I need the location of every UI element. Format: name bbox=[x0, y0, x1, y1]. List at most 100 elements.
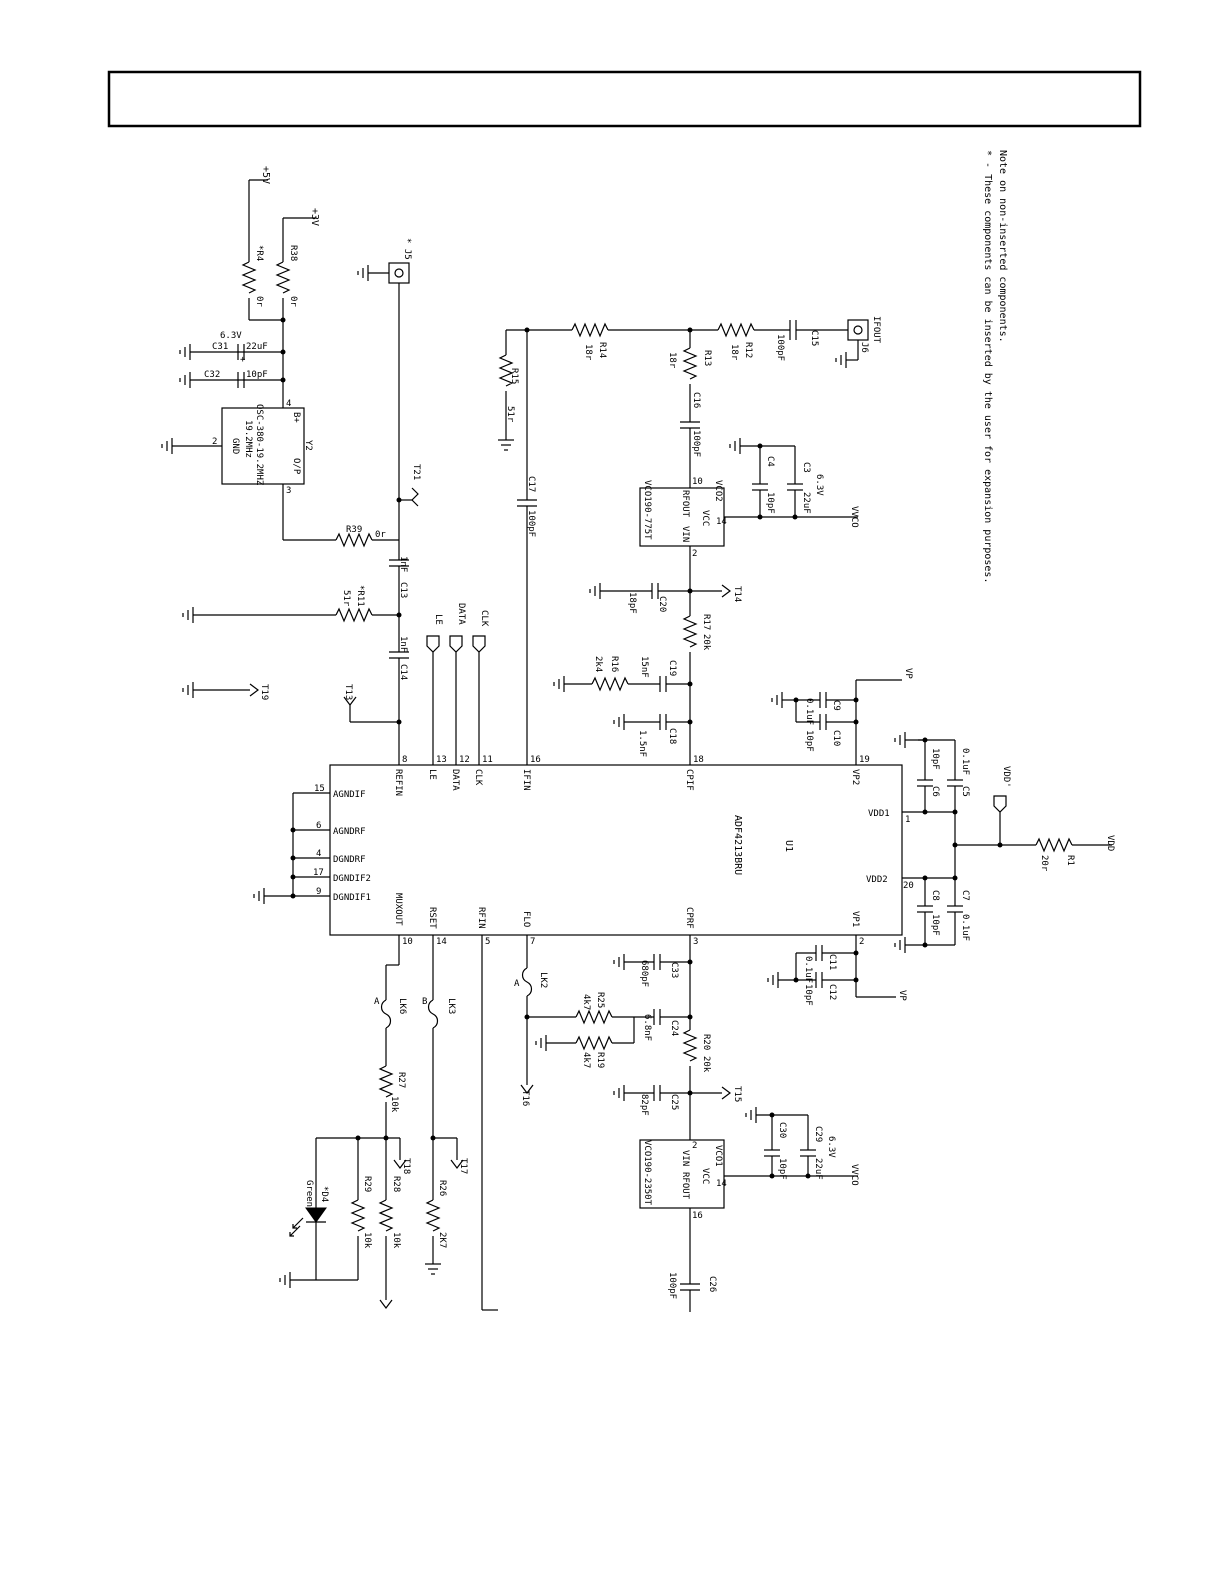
c18-ref: C18 bbox=[667, 728, 677, 744]
pin-name-dgndif1: DGNDIF1 bbox=[333, 893, 371, 903]
pin-name-vdd2: VDD2 bbox=[866, 875, 888, 885]
pin-num-19: 19 bbox=[859, 755, 870, 765]
r14-val: 18r bbox=[583, 344, 593, 361]
pin-num-6: 6 bbox=[316, 821, 321, 831]
d4-color: Green bbox=[304, 1180, 314, 1207]
r20-ref: R20 bbox=[701, 1034, 711, 1050]
ic-part-label: ADF4213BRU bbox=[732, 815, 743, 875]
r17-val: 20k bbox=[701, 634, 711, 651]
testpoint-t14[interactable] bbox=[721, 584, 731, 598]
resistor-r28 bbox=[378, 1199, 394, 1232]
c13-ref: C13 bbox=[398, 582, 408, 598]
y2-pin-gnd: GND bbox=[230, 438, 240, 454]
t14-label: T14 bbox=[732, 586, 742, 602]
svg-text:+: + bbox=[240, 355, 246, 365]
connector-j6-ifout[interactable] bbox=[847, 319, 869, 341]
vp-label-bottom: VP bbox=[897, 990, 907, 1001]
r29-val: 10k bbox=[362, 1232, 372, 1249]
c29-val: 22uF bbox=[813, 1158, 823, 1180]
port-data-label: DATA bbox=[456, 603, 466, 625]
testpoint-t18[interactable] bbox=[393, 1159, 407, 1169]
pin-num-12: 12 bbox=[459, 755, 470, 765]
c17-val: 100pF bbox=[526, 510, 536, 537]
pin-num-10: 10 bbox=[402, 937, 413, 947]
d4-ref: *D4 bbox=[319, 1186, 329, 1202]
port-le[interactable] bbox=[426, 635, 440, 653]
pin-name-rfin: RFIN bbox=[476, 907, 486, 929]
c11-ref: C11 bbox=[827, 954, 837, 970]
port-clk[interactable] bbox=[472, 635, 486, 653]
resistor-r14 bbox=[571, 322, 609, 338]
c30-val: 10pF bbox=[777, 1158, 787, 1180]
c16-val: 100pF bbox=[691, 430, 701, 457]
c4-ref: C4 bbox=[765, 456, 775, 467]
pin-name-cprf: CPRF bbox=[684, 907, 694, 929]
y2-num-3: 3 bbox=[286, 486, 291, 496]
c31-val: 22uF bbox=[246, 342, 268, 352]
ic-bottom-pins: 10 14 5 7 3 2 MUXOUT RSET RFIN FLO CPRF … bbox=[393, 893, 864, 947]
c6-val: 10pF bbox=[930, 748, 940, 770]
r39-ref: R39 bbox=[346, 525, 362, 535]
r16-val: 2k4 bbox=[593, 656, 603, 672]
link-lk2[interactable] bbox=[521, 967, 533, 997]
c17-ref: C17 bbox=[526, 476, 536, 492]
t15-label: T15 bbox=[732, 1086, 742, 1102]
ifout-label: IFOUT bbox=[871, 316, 881, 344]
c10-ref: C10 bbox=[831, 730, 841, 746]
c33-val: 680pF bbox=[639, 960, 649, 987]
vco2-num-10: 10 bbox=[692, 477, 703, 487]
title-block bbox=[107, 70, 1142, 128]
label-5v: +5V bbox=[260, 166, 271, 184]
c25-val: 82pF bbox=[639, 1094, 649, 1116]
ic-u1: ADF4213BRU U1 8 13 12 11 16 18 19 REFIN … bbox=[253, 755, 955, 947]
connector-j5[interactable] bbox=[388, 262, 410, 284]
pin-num-17: 17 bbox=[313, 868, 324, 878]
vvco-label-top: VVCO bbox=[849, 506, 859, 528]
testpoint-t17[interactable] bbox=[450, 1159, 464, 1169]
ic-ref-label: U1 bbox=[783, 840, 794, 852]
port-data[interactable] bbox=[449, 635, 463, 653]
testpoint-t19[interactable] bbox=[249, 683, 259, 697]
resistor-r25 bbox=[575, 1009, 613, 1025]
testpoint-t15[interactable] bbox=[721, 1086, 731, 1100]
r19-ref: R19 bbox=[595, 1052, 605, 1068]
lk2-a-label: A bbox=[514, 979, 520, 989]
pin-num-9: 9 bbox=[316, 887, 321, 897]
link-lk3[interactable] bbox=[427, 999, 439, 1029]
testpoint-t13[interactable] bbox=[343, 696, 357, 706]
pin-name-cpif: CPIF bbox=[684, 769, 694, 791]
c3-rating: 6.3V bbox=[814, 474, 824, 496]
c15-val: 100pF bbox=[775, 334, 785, 361]
port-vdd-flag[interactable] bbox=[993, 795, 1007, 813]
r29-ref: R29 bbox=[362, 1176, 372, 1192]
ic-u1-body bbox=[329, 764, 903, 936]
vdd-flag-label: VDD' bbox=[1001, 766, 1011, 788]
testpoint-t21[interactable] bbox=[411, 487, 419, 507]
link-lk6[interactable] bbox=[380, 999, 392, 1029]
resistor-r38 bbox=[275, 261, 291, 294]
c14-ref: C14 bbox=[398, 664, 408, 680]
reference-oscillator-section: +5V *R4 0r +3V R38 0r C31 22uF 6.3V + C3… bbox=[161, 166, 421, 755]
r17-ref: R17 bbox=[701, 614, 711, 630]
pin-num-5: 5 bbox=[485, 937, 490, 947]
testpoint-t16[interactable] bbox=[520, 1084, 534, 1094]
y2-num-2: 2 bbox=[212, 437, 217, 447]
r15-val: 51r bbox=[505, 406, 515, 423]
c5-val: 0.1uF bbox=[960, 748, 970, 775]
resistor-r19 bbox=[575, 1035, 613, 1051]
vp2-decoupling: VP C9 0.1uF C10 10pF bbox=[771, 668, 913, 755]
port-le-label: LE bbox=[433, 614, 443, 625]
r26-val: 2K7 bbox=[437, 1232, 447, 1248]
c19-val: 15nF bbox=[639, 656, 649, 678]
c24-val: 6.8nF bbox=[642, 1014, 652, 1041]
vco1-ref: VCO1 bbox=[713, 1145, 723, 1167]
pin-num-3: 3 bbox=[693, 937, 698, 947]
resistor-r39 bbox=[335, 532, 373, 548]
c30-ref: C30 bbox=[777, 1122, 787, 1138]
c26-ref: C26 bbox=[707, 1276, 717, 1292]
c11-val: 0.1uF bbox=[803, 956, 813, 983]
pin-num-4: 4 bbox=[316, 849, 321, 859]
pin-name-data: DATA bbox=[450, 769, 460, 791]
r39-val: 0r bbox=[375, 530, 386, 540]
c3-ref: C3 bbox=[801, 462, 811, 473]
